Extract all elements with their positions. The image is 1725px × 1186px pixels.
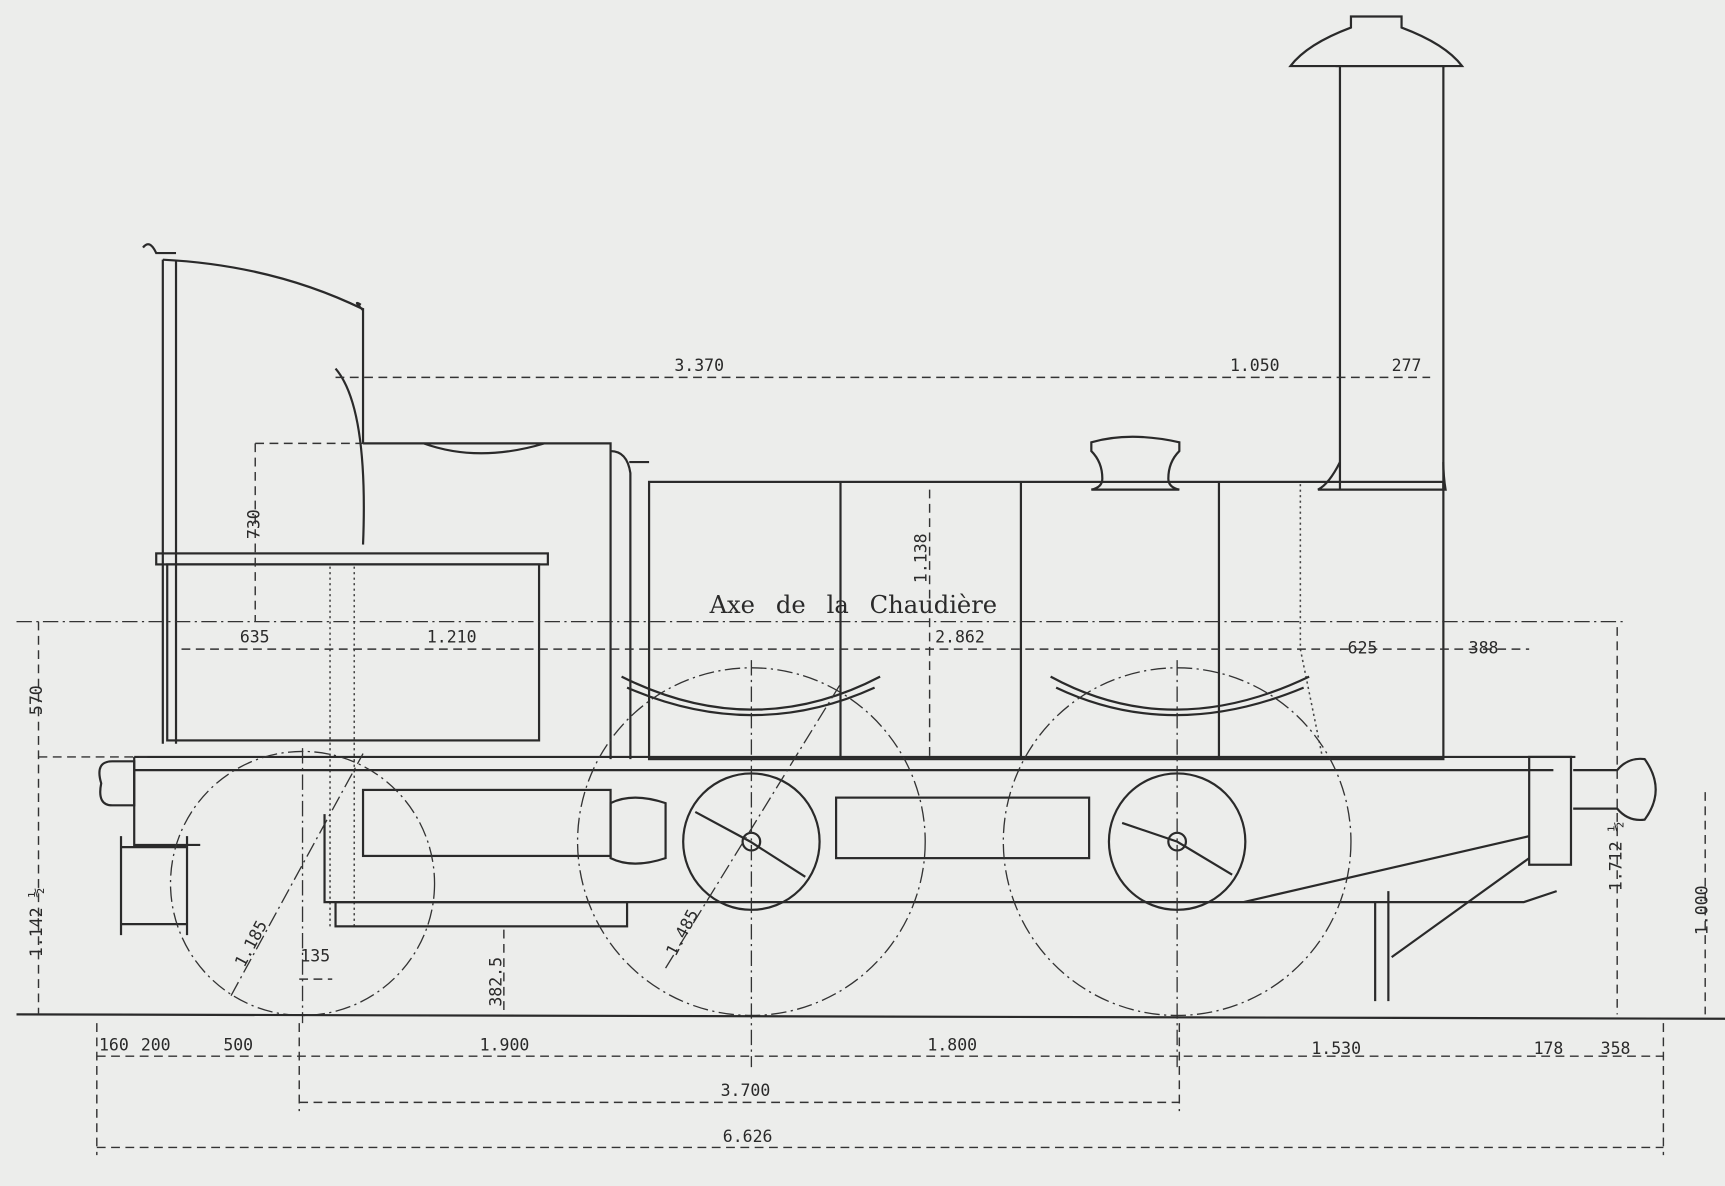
dim-160: 160 [99, 1036, 129, 1055]
dim-1185: 1.185 [231, 917, 271, 970]
dim-277: 277 [1392, 356, 1422, 375]
dim-3370: 3.370 [674, 356, 724, 375]
dim-178: 178 [1534, 1039, 1564, 1058]
dimension-lines [16, 376, 1706, 1156]
dim-1000: 1.000 [1692, 885, 1711, 935]
dim-500: 500 [223, 1036, 253, 1055]
dim-135: 135 [300, 947, 330, 966]
cab [142, 243, 612, 930]
dome [1090, 435, 1181, 491]
dim-570: 570 [27, 685, 46, 715]
dim-1050: 1.050 [1230, 356, 1280, 375]
dim-1142: 1.142 ½ [27, 888, 46, 958]
dim-1712: 1.712 ½ [1607, 822, 1626, 892]
dim-200: 200 [141, 1036, 171, 1055]
dim-1800: 1.800 [927, 1036, 977, 1055]
dim-2862: 2.862 [935, 628, 985, 647]
dim-3700: 3.700 [721, 1081, 771, 1100]
dim-388: 388 [1469, 639, 1499, 658]
dim-6626: 6.626 [723, 1127, 773, 1146]
dim-1485: 1.485 [662, 906, 702, 959]
dim-635: 635 [240, 628, 270, 647]
chimney [1288, 15, 1465, 491]
dim-1138: 1.138 [911, 533, 930, 583]
dim-625: 625 [1348, 639, 1378, 658]
wheels [169, 660, 1352, 1068]
boiler-axis-label: Axe de la Chaudière [709, 591, 998, 619]
dim-1900: 1.900 [480, 1036, 530, 1055]
spring-rear [1050, 675, 1310, 717]
dim-730: 730 [245, 509, 264, 539]
spring-front [621, 675, 881, 717]
rail-line [16, 1013, 1725, 1020]
dim-382: 382.5 [487, 957, 506, 1007]
dim-1530: 1.530 [1311, 1039, 1361, 1058]
frame [98, 755, 1657, 1002]
dim-358: 358 [1601, 1039, 1631, 1058]
dim-1210: 1.210 [427, 628, 477, 647]
